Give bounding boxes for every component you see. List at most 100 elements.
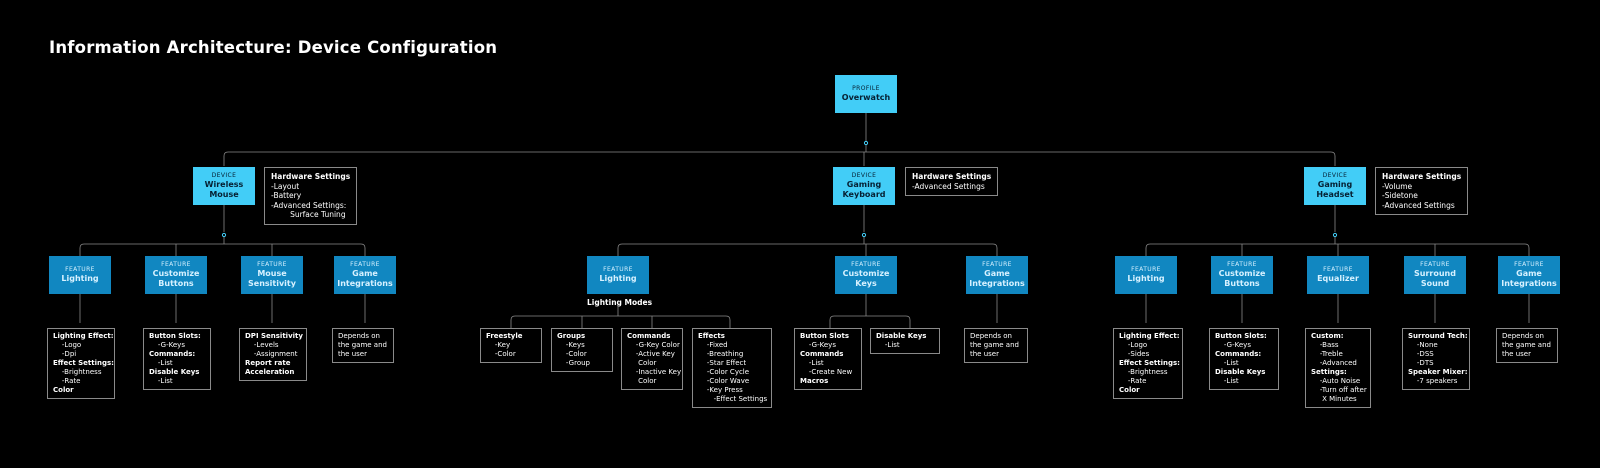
node-type-label: DEVICE — [211, 172, 237, 179]
junction-dot — [221, 232, 227, 238]
detail-line: Lighting Effect: — [53, 332, 114, 340]
node-type-label: FEATURE — [603, 266, 633, 273]
detail-line: the game and — [338, 341, 387, 349]
detail-line: -Color — [557, 350, 587, 358]
detail-line: -Color Cycle — [698, 368, 750, 376]
node-type-label: FEATURE — [1323, 266, 1353, 273]
node-type-label: DEVICE — [1322, 172, 1348, 179]
connector-branch — [829, 315, 911, 329]
hardware-setting-item: -Volume — [1382, 181, 1413, 191]
hardware-settings-heading: Hardware Settings — [912, 172, 992, 181]
detail-line: -Assignment — [245, 350, 298, 358]
detail-line: Commands: — [1215, 350, 1262, 358]
detail-line: -Key — [486, 341, 511, 349]
detail-line: -Treble — [1311, 350, 1343, 358]
node-type-label: PROFILE — [852, 85, 880, 92]
node-type-label: FEATURE — [1420, 261, 1450, 268]
detail-line: the user — [970, 350, 999, 358]
detail-line: -Rate — [53, 377, 81, 385]
node-label: Game Integrations — [337, 269, 393, 288]
node-type-label: FEATURE — [1131, 266, 1161, 273]
hardware-setting-item: -Advanced Settings — [1382, 200, 1455, 210]
node-label: Game Integrations — [1501, 269, 1557, 288]
detail-line: -G-Key Color — [627, 341, 680, 349]
node-label: Customize Keys — [842, 269, 890, 288]
detail-line: Depends on — [970, 332, 1012, 340]
customize-keys-box: Disable Keys -List — [870, 328, 940, 354]
detail-line: Effects — [698, 332, 725, 340]
hardware-settings-box: Hardware Settings-Advanced Settings — [905, 167, 999, 197]
node-type-label: FEATURE — [65, 266, 95, 273]
detail-line: Color — [627, 359, 657, 367]
detail-line: -List — [800, 359, 824, 367]
detail-line: -None — [1408, 341, 1438, 349]
detail-line: -Advanced — [1311, 359, 1357, 367]
detail-line: DPI Sensitivity — [245, 332, 303, 340]
detail-line: -List — [1215, 359, 1239, 367]
detail-line: Report rate — [245, 359, 291, 367]
lighting-modes-label: Lighting Modes — [587, 298, 653, 307]
page-title: Information Architecture: Device Configu… — [49, 38, 498, 57]
detail-line: -G-Keys — [1215, 341, 1251, 349]
connector-branch — [1145, 243, 1530, 256]
detail-line: -Rate — [1119, 377, 1147, 385]
connector-branch — [617, 243, 998, 256]
detail-line: the user — [338, 350, 367, 358]
detail-line: Depends on — [338, 332, 380, 340]
node-label: Equalizer — [1317, 274, 1359, 283]
detail-line: Commands: — [149, 350, 196, 358]
node-type-label: FEATURE — [350, 261, 380, 268]
detail-line: -Auto Noise — [1311, 377, 1361, 385]
detail-line: -Star Effect — [698, 359, 747, 367]
detail-line: Color — [627, 377, 657, 385]
node-label: Gaming Keyboard — [842, 180, 886, 199]
detail-line: Groups — [557, 332, 586, 340]
lighting-mode-box: Freestyle -Key -Color — [480, 328, 542, 363]
detail-line: -Brightness — [53, 368, 102, 376]
detail-line: Disable Keys — [876, 332, 927, 340]
detail-line: -Logo — [1119, 341, 1148, 349]
detail-line: Button Slots: — [1215, 332, 1267, 340]
detail-line: Effect Settings: — [53, 359, 114, 367]
detail-line: the user — [1502, 350, 1531, 358]
detail-line: -Logo — [53, 341, 82, 349]
detail-line: Surround Tech: — [1408, 332, 1468, 340]
node-label: Surround Sound — [1414, 269, 1456, 288]
node-label: Overwatch — [841, 93, 891, 102]
detail-line: Commands — [800, 350, 844, 358]
detail-line: -7 speakers — [1408, 377, 1458, 385]
detail-line: -Create New — [800, 368, 853, 376]
hardware-setting-item: -Advanced Settings — [912, 181, 985, 191]
node-type-label: FEATURE — [851, 261, 881, 268]
detail-line: Button Slots — [800, 332, 850, 340]
detail-line: -Inactive Key — [627, 368, 682, 376]
detail-line: -Sides — [1119, 350, 1150, 358]
hardware-setting-item: -Sidetone — [1382, 191, 1418, 201]
detail-line: Speaker Mixer: — [1408, 368, 1468, 376]
